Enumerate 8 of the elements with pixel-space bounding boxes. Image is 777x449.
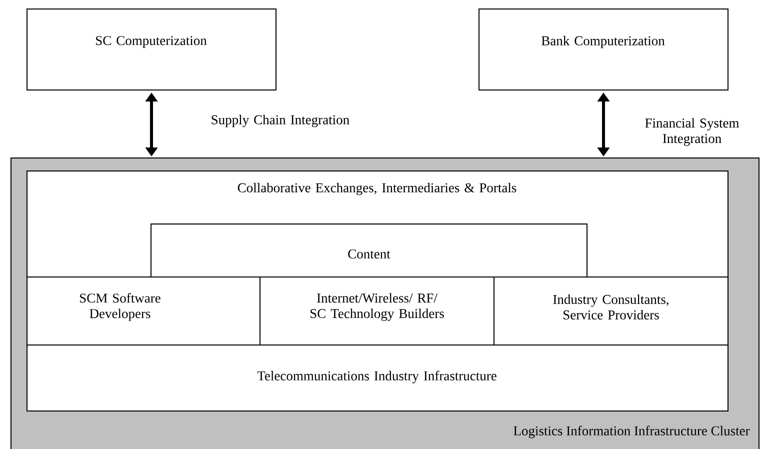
edge-label: Financial System Integration — [645, 118, 740, 146]
edge-label: Supply Chain Integration — [212, 114, 350, 128]
system-box: SC Computerization — [26, 8, 276, 90]
layer-box: Internet/Wireless/ RF/ SC Technology Builders — [260, 276, 494, 346]
layer-box: Content — [150, 224, 588, 278]
system-box: Bank Computerization — [478, 8, 728, 90]
layer-box: Industry Consultants, Service Providers — [494, 276, 728, 346]
layer-box: SCM Software Developers — [26, 276, 260, 346]
